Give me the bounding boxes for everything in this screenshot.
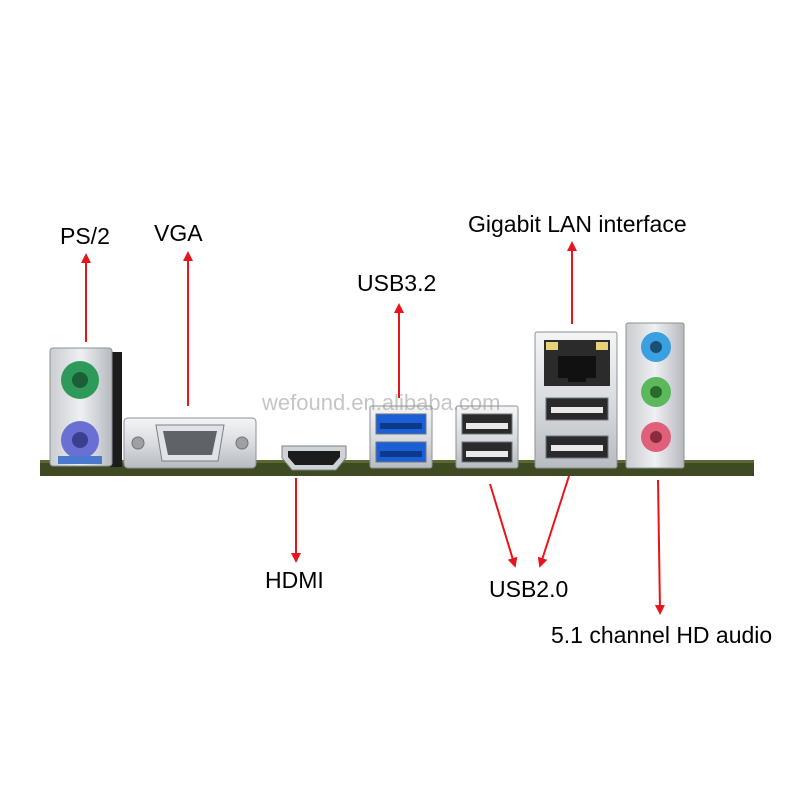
usb32-port-stack xyxy=(369,405,433,469)
label-ps2: PS/2 xyxy=(60,223,110,249)
label-vga: VGA xyxy=(154,220,203,246)
label-audio: 5.1 channel HD audio xyxy=(551,622,773,648)
lan-usb20-stack xyxy=(534,331,618,469)
label-gigabit-lan: Gigabit LAN interface xyxy=(468,211,687,237)
usb20-port-stack-left xyxy=(455,405,519,469)
arrow-audio xyxy=(654,479,665,615)
callout-arrows xyxy=(81,241,665,615)
label-usb20: USB2.0 xyxy=(489,576,569,602)
ps2-port-stack xyxy=(49,347,122,467)
arrow-usb20-left xyxy=(489,483,518,568)
audio-jack-stack xyxy=(625,322,685,469)
watermark: wefound.en.alibaba.com xyxy=(262,390,501,415)
vga-port xyxy=(123,417,257,469)
label-hdmi: HDMI xyxy=(265,567,324,593)
hdmi-port xyxy=(281,445,347,471)
arrow-usb20-right xyxy=(537,475,570,568)
label-usb32: USB3.2 xyxy=(357,270,437,296)
